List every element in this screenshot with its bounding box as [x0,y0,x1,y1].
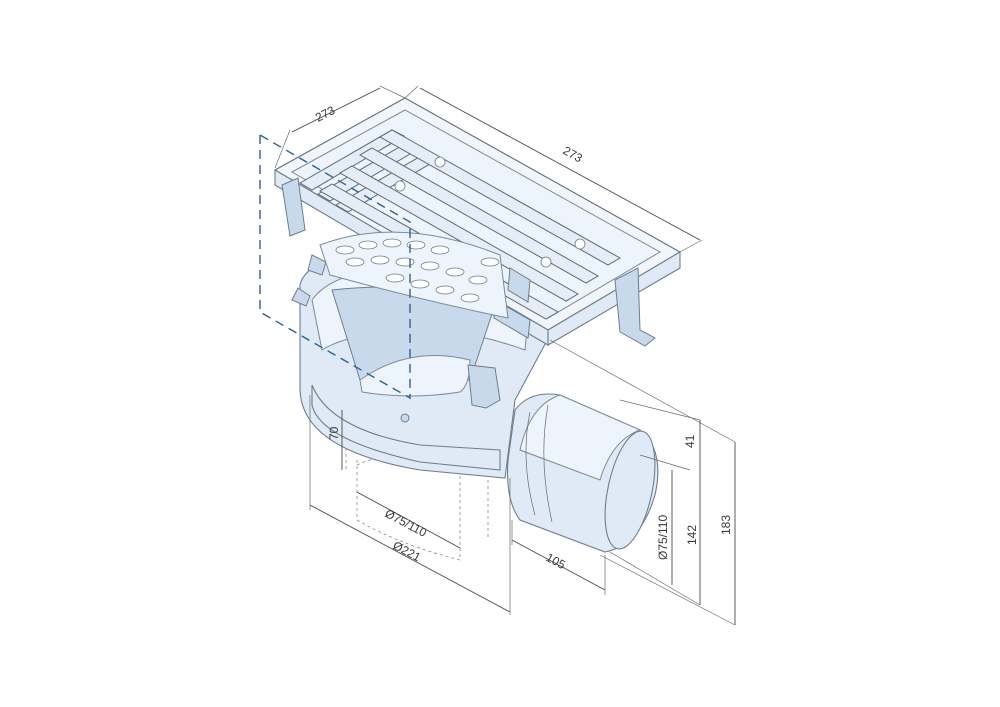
dim-spigot-depth: 70 [327,426,341,440]
filter-plate [319,231,509,319]
dim-outlet-diameter: Ø75/110 [383,506,430,540]
dim-height-outlet: 142 [685,525,699,545]
dim-grate-width: 273 [313,103,337,125]
dim-body-diameter: Ø221 [391,538,424,564]
dim-outlet-length: 105 [544,550,569,572]
dim-grate-length: 273 [561,143,586,165]
outlet-pipe [506,393,659,553]
section-plane [259,133,411,400]
dim-height-upper: 41 [683,434,697,448]
dimension-lines [274,85,736,626]
dim-height-total: 183 [719,515,733,535]
dim-outlet-diameter-side: Ø75/110 [656,515,670,560]
